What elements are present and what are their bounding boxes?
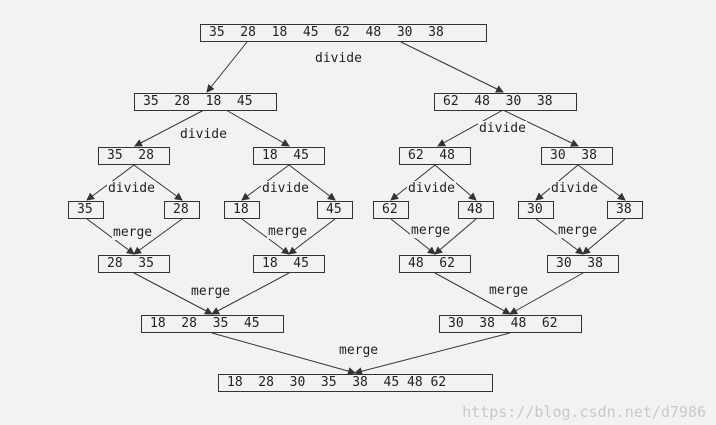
array-box-left-half: 35 28 18 45 <box>134 93 277 111</box>
arrow-2 <box>134 109 205 147</box>
single-box-48: 48 <box>458 201 494 219</box>
merge-label-5: merge <box>190 284 232 299</box>
arrow-5 <box>502 109 579 147</box>
merged-box-4: 30 38 <box>547 255 619 273</box>
final-sorted-box: 18 28 30 35 38 45 48 62 <box>218 374 493 392</box>
watermark: https://blog.csdn.net/d7986 <box>462 403 706 421</box>
array-box-q2: 18 45 <box>253 147 325 165</box>
array-box-q4: 30 38 <box>541 147 613 165</box>
arrow-17 <box>288 218 336 255</box>
merge-label-2: merge <box>267 224 309 239</box>
single-box-28: 28 <box>164 201 200 219</box>
arrow-16 <box>241 218 290 255</box>
arrow-25 <box>509 272 584 315</box>
divide-label-right: divide <box>478 121 527 136</box>
arrow-19 <box>434 218 477 255</box>
single-box-35: 35 <box>68 201 104 219</box>
merge-label-7: merge <box>338 343 380 358</box>
single-box-38: 38 <box>607 201 643 219</box>
merged-box-right-half: 30 38 48 62 <box>439 315 582 333</box>
divide-label-q1: divide <box>107 181 156 196</box>
arrow-13 <box>577 164 626 201</box>
merged-box-left-half: 18 28 35 45 <box>141 315 284 333</box>
single-box-62: 62 <box>373 201 409 219</box>
merge-label-1: merge <box>112 225 154 240</box>
merged-box-1: 28 35 <box>98 255 170 273</box>
arrow-27 <box>354 332 511 376</box>
divide-label-q4: divide <box>550 181 599 196</box>
arrow-15 <box>133 218 183 255</box>
arrow-9 <box>288 164 336 201</box>
arrow-22 <box>133 272 213 315</box>
arrow-26 <box>211 332 356 375</box>
divide-label-q3: divide <box>407 181 456 196</box>
arrow-21 <box>582 218 626 255</box>
single-box-45: 45 <box>317 201 353 219</box>
arrow-4 <box>437 109 504 147</box>
arrow-0 <box>206 41 248 93</box>
merge-label-4: merge <box>557 223 599 238</box>
arrow-24 <box>434 272 511 315</box>
single-box-30: 30 <box>518 201 554 219</box>
arrow-7 <box>133 164 183 201</box>
arrow-23 <box>211 272 290 315</box>
array-box-root: 35 28 18 45 62 48 30 38 <box>200 24 487 42</box>
divide-label-q2: divide <box>261 181 310 196</box>
divide-label-left: divide <box>179 127 228 142</box>
arrow-14 <box>86 218 135 255</box>
merged-box-3: 48 62 <box>399 255 471 273</box>
arrow-1 <box>400 41 504 93</box>
arrow-3 <box>225 109 290 147</box>
merge-label-3: merge <box>410 223 452 238</box>
merge-label-6: merge <box>488 283 530 298</box>
array-box-q1: 35 28 <box>98 147 170 165</box>
divide-label-root: divide <box>314 51 363 66</box>
single-box-18: 18 <box>224 201 260 219</box>
merged-box-2: 18 45 <box>253 255 325 273</box>
array-box-right-half: 62 48 30 38 <box>434 93 577 111</box>
array-box-q3: 62 48 <box>399 147 471 165</box>
